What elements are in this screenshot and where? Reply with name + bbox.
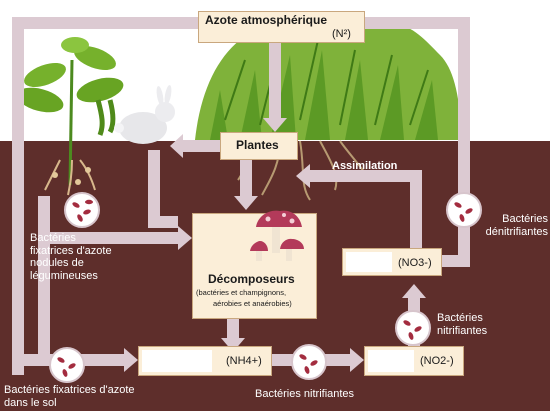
bacteria-soil bbox=[49, 347, 85, 383]
mushroom-icon bbox=[250, 210, 304, 261]
rabbit-icon bbox=[114, 85, 175, 144]
plants-label: Plantes bbox=[236, 138, 279, 152]
atmosphere-box bbox=[198, 11, 365, 43]
assimilation-label: Assimilation bbox=[332, 160, 398, 172]
atmosphere-formula: (N²) bbox=[332, 28, 351, 40]
bacteria-denitrifying bbox=[446, 192, 482, 228]
ammonium-formula: (NH4+) bbox=[226, 355, 262, 367]
grass-icon bbox=[195, 19, 462, 140]
decomposers-title: Décomposeurs bbox=[208, 272, 295, 286]
label-fixing-soil: Bactéries fixatrices d'azote dans le sol bbox=[4, 384, 135, 409]
bacteria-nitrifying-right bbox=[395, 310, 431, 346]
label-denitrifying: Bactéries dénitrifiantes bbox=[485, 213, 548, 238]
decomposers-subtitle-2: aérobies et anaérobies) bbox=[213, 299, 292, 308]
nitrate-formula: (NO3-) bbox=[398, 257, 432, 269]
decomposers-box bbox=[192, 213, 317, 319]
nitrite-formula: (NO2-) bbox=[420, 355, 454, 367]
nitrite-answer-blank bbox=[368, 350, 414, 372]
ammonium-answer-blank bbox=[142, 350, 212, 372]
atmosphere-title: Azote atmosphérique bbox=[205, 13, 328, 27]
cycle-arrows bbox=[12, 11, 470, 375]
plants-box bbox=[220, 132, 298, 160]
legume-plant-icon bbox=[16, 37, 124, 196]
decomposers-subtitle-1: (bactéries et champignons, bbox=[196, 288, 287, 297]
nitrate-answer-blank bbox=[346, 252, 392, 272]
label-fixing-nodules: Bactéries fixatrices d'azote nodules de … bbox=[30, 232, 112, 282]
label-nitrifying-bottom: Bactéries nitrifiantes bbox=[255, 388, 355, 400]
bacteria-nitrifying-bottom bbox=[291, 344, 327, 380]
bacteria-nodules bbox=[64, 192, 100, 228]
label-nitrifying-right: Bactéries nitrifiantes bbox=[437, 312, 488, 337]
